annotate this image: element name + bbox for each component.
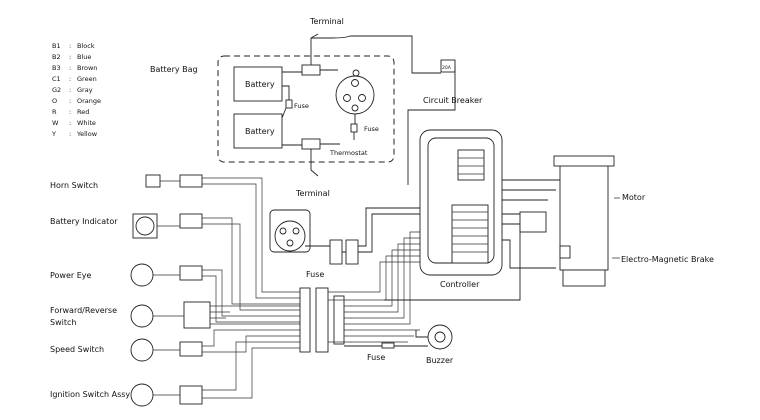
legend-code-1: B2 bbox=[52, 53, 61, 61]
controller-top-connector bbox=[457, 149, 485, 181]
legend-name-6: Red bbox=[77, 108, 89, 116]
controller: Controller bbox=[384, 129, 560, 301]
svg-text::: : bbox=[69, 53, 71, 61]
battery-indicator-label: Battery Indicator bbox=[50, 217, 118, 226]
legend-code-2: B3 bbox=[52, 64, 61, 72]
buzzer-assembly: Buzzer Fuse bbox=[344, 324, 454, 365]
legend-name-0: Block bbox=[77, 42, 95, 50]
legend-code-3: C1 bbox=[52, 75, 61, 83]
junction-block-3 bbox=[333, 295, 345, 345]
legend-name-1: Blue bbox=[77, 53, 91, 61]
svg-text::: : bbox=[69, 86, 71, 94]
battery-bag-outline bbox=[217, 55, 395, 163]
brake-body bbox=[562, 269, 606, 287]
legend-name-2: Brown bbox=[77, 64, 97, 72]
mid-fuse-label: Fuse bbox=[306, 270, 324, 279]
legend-code-6: R bbox=[52, 108, 57, 116]
speed-switch-label: Speed Switch bbox=[50, 345, 104, 354]
legend-name-7: White bbox=[77, 119, 96, 127]
bag-connector-top bbox=[301, 64, 321, 76]
terminal-top-label: Terminal bbox=[309, 17, 344, 26]
legend-name-5: Orange bbox=[77, 97, 101, 105]
battery-2 bbox=[233, 113, 283, 149]
legend-name-4: Gray bbox=[77, 86, 93, 94]
mid-fuse-holder-1 bbox=[329, 239, 343, 265]
low-fuse-label: Fuse bbox=[367, 353, 385, 362]
battery-bag-label: Battery Bag bbox=[150, 65, 198, 74]
bag-fuse-2-label: Fuse bbox=[364, 125, 379, 133]
ignition-switch-connector bbox=[179, 385, 203, 405]
battery-bag: Battery Bag Battery Battery Terminal Fus… bbox=[150, 17, 395, 198]
power-eye-label: Power Eye bbox=[50, 271, 92, 280]
forward-reverse-switch bbox=[130, 304, 154, 328]
bag-connector-bottom bbox=[301, 138, 321, 150]
svg-text::: : bbox=[69, 64, 71, 72]
legend-code-7: W bbox=[52, 119, 59, 127]
junction-blocks bbox=[299, 231, 420, 353]
legend-code-4: G2 bbox=[52, 86, 61, 94]
power-eye-connector bbox=[179, 265, 203, 281]
legend-code-5: O bbox=[52, 97, 57, 105]
controller-label: Controller bbox=[440, 280, 480, 289]
bag-fuse-1-label: Fuse bbox=[294, 102, 309, 110]
svg-text::: : bbox=[69, 119, 71, 127]
circuit-breaker-rating: 20A bbox=[442, 65, 452, 71]
forward-reverse-connector bbox=[183, 301, 211, 329]
battery-indicator-gauge bbox=[135, 216, 155, 236]
bag-fuse-1-body bbox=[285, 99, 293, 109]
legend-name-3: Green bbox=[77, 75, 97, 83]
battery-1 bbox=[233, 66, 283, 102]
circuit-breaker: 20A Circuit Breaker bbox=[350, 35, 483, 185]
junction-block-2 bbox=[315, 287, 329, 353]
motor-assembly: Motor Electro-Magnetic Brake bbox=[519, 155, 714, 287]
motor-cap bbox=[553, 155, 615, 167]
bag-fuse-2-body bbox=[350, 123, 358, 133]
horn-switch-body bbox=[145, 174, 161, 188]
middle-fuse-assembly: Fuse bbox=[269, 207, 420, 279]
svg-text::: : bbox=[69, 130, 71, 138]
color-legend: B1 : Block B2 : Blue B3 : Brown C1 : Gre… bbox=[51, 42, 101, 138]
legend-name-8: Yellow bbox=[76, 130, 98, 138]
battery-1-label: Battery bbox=[245, 80, 275, 89]
thermostat-label: Thermostat bbox=[329, 149, 368, 157]
buzzer-label: Buzzer bbox=[426, 356, 454, 365]
svg-text::: : bbox=[69, 42, 71, 50]
ignition-switch-label: Ignition Switch Assy bbox=[50, 390, 130, 399]
left-switches: Horn Switch Battery Indicator Power Eye … bbox=[50, 174, 211, 407]
battery-indicator-connector bbox=[179, 213, 203, 229]
circuit-breaker-label: Circuit Breaker bbox=[423, 96, 483, 105]
horn-switch-label: Horn Switch bbox=[50, 181, 98, 190]
legend-code-8: Y bbox=[51, 130, 56, 138]
harness-wires bbox=[202, 177, 300, 399]
forward-reverse-label-1: Forward/Reverse bbox=[50, 306, 117, 315]
svg-text::: : bbox=[69, 108, 71, 116]
forward-reverse-label-2: Switch bbox=[50, 318, 76, 327]
controller-main-connector bbox=[451, 204, 489, 264]
svg-text::: : bbox=[69, 97, 71, 105]
junction-block-1 bbox=[299, 287, 311, 353]
speed-switch bbox=[130, 338, 154, 362]
mid-fuse-holder-2 bbox=[345, 239, 359, 265]
socket-round bbox=[274, 220, 306, 252]
horn-connector bbox=[179, 174, 203, 188]
brake-label: Electro-Magnetic Brake bbox=[621, 255, 714, 264]
motor-label: Motor bbox=[622, 193, 646, 202]
speed-switch-connector bbox=[179, 341, 203, 357]
battery-2-label: Battery bbox=[245, 127, 275, 136]
svg-text::: : bbox=[69, 75, 71, 83]
motor-connector bbox=[519, 211, 547, 233]
legend-code-0: B1 bbox=[52, 42, 61, 50]
ignition-switch bbox=[130, 383, 154, 407]
low-fuse-body bbox=[381, 342, 395, 349]
power-eye-lamp bbox=[130, 263, 154, 287]
terminal-bottom-label: Terminal bbox=[295, 189, 330, 198]
brake-connector bbox=[559, 245, 571, 259]
